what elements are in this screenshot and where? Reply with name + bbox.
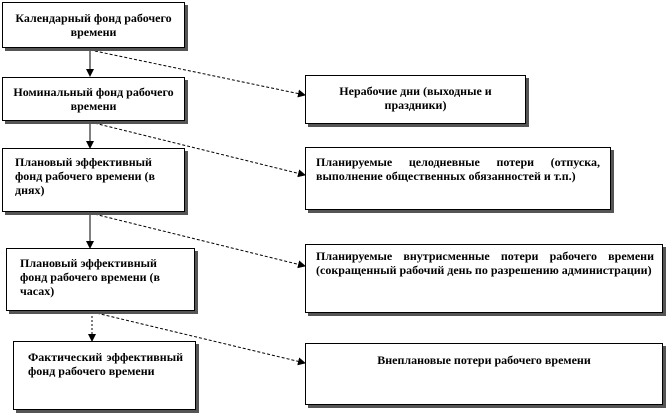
non-working-days-label: Нерабочие дни (выходные и праздники)	[339, 84, 492, 112]
unplanned-losses-label: Внеплановые потери рабочего времени	[377, 353, 591, 367]
non-working-days-box: Нерабочие дни (выходные и праздники)	[305, 75, 526, 124]
calendar-fund-label: Календарный фонд рабочего времени	[15, 11, 172, 39]
calendar-fund-box: Календарный фонд рабочего времени	[2, 2, 185, 48]
nominal-fund-label: Номинальный фонд рабочего времени	[13, 85, 174, 113]
actual-effective-fund-box: Фактический эффективный фонд рабочего вр…	[13, 341, 196, 410]
arrow-to-unplanned-losses	[91, 311, 306, 366]
planned-intrashift-losses-box: Планируемые внутрисменные потери рабочег…	[305, 244, 663, 313]
planned-effective-hours-label: Плановый эффективный фонд рабочего време…	[20, 256, 161, 298]
planned-effective-days-label: Плановый эффективный фонд рабочего време…	[15, 155, 156, 197]
planned-full-day-losses-label: Планируемые целодневные потери (отпуска,…	[316, 155, 600, 183]
planned-full-day-losses-box: Планируемые целодневные потери (отпуска,…	[305, 147, 611, 210]
arrow-to-intrashift-losses	[89, 212, 306, 269]
planned-effective-hours-box: Плановый эффективный фонд рабочего време…	[6, 248, 195, 311]
arrow-to-full-day-losses	[89, 121, 306, 178]
unplanned-losses-box: Внеплановые потери рабочего времени	[305, 343, 663, 405]
arrow-to-non-working-days	[89, 49, 306, 98]
planned-intrashift-losses-label: Планируемые внутрисменные потери рабочег…	[316, 249, 654, 277]
nominal-fund-box: Номинальный фонд рабочего времени	[2, 77, 185, 121]
planned-effective-days-box: Плановый эффективный фонд рабочего време…	[2, 148, 185, 212]
actual-effective-fund-label: Фактический эффективный фонд рабочего вр…	[28, 350, 183, 378]
